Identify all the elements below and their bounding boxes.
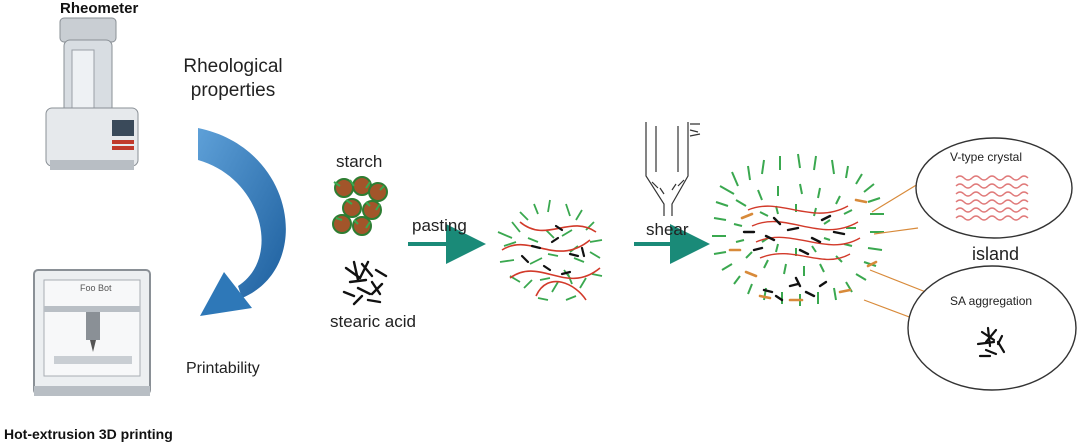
printability-label: Printability xyxy=(186,360,260,377)
printer-brand-label: Foo Bot xyxy=(80,283,112,293)
island-label: island xyxy=(972,244,1020,264)
v-type-crystal-bubble xyxy=(915,137,1073,239)
curved-arrow-icon xyxy=(198,128,286,316)
printer-3d-icon xyxy=(33,269,151,396)
stearic-acid-label: stearic acid xyxy=(330,312,416,331)
extrusion-nozzle-icon xyxy=(645,122,701,216)
island-structure-icon xyxy=(712,153,884,306)
v-type-crystal-icon xyxy=(955,175,1029,221)
sa-aggregation-icon xyxy=(976,326,1006,358)
sa-aggregation-bubble xyxy=(907,265,1077,391)
shear-label: shear xyxy=(646,220,689,239)
sa-aggregation-label: SA aggregation xyxy=(950,294,1033,308)
stearic-acid-icon xyxy=(342,260,388,306)
rheological-label-line1: Rheological xyxy=(183,56,283,77)
pasted-network-icon xyxy=(497,199,603,301)
printer-caption: Hot-extrusion 3D printing xyxy=(4,426,173,442)
starch-granules-icon xyxy=(332,176,388,236)
rheological-label-line2: properties xyxy=(190,80,276,101)
rheometer-icon xyxy=(45,17,139,170)
rheometer-label: Rheometer xyxy=(60,0,139,17)
v-type-crystal-label: V-type crystal xyxy=(950,150,1023,164)
pasting-label: pasting xyxy=(412,216,467,235)
starch-label: starch xyxy=(336,152,383,171)
